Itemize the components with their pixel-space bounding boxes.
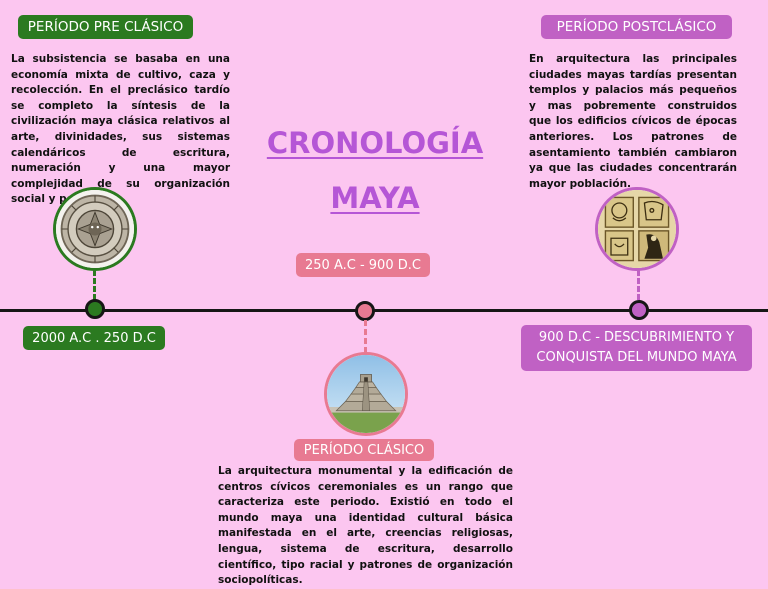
- timeline-axis: [0, 309, 768, 312]
- classic-dates-label: 250 A.C - 900 D.C: [296, 253, 430, 277]
- pyramid-icon: [324, 352, 408, 436]
- preclassic-connector: [93, 270, 96, 300]
- maya-glyph-relief-icon: [595, 187, 679, 271]
- postclassic-connector: [637, 270, 640, 300]
- preclassic-description: La subsistencia se basaba en una economí…: [11, 53, 230, 206]
- page-title-line2: MAYA: [330, 181, 420, 215]
- preclassic-period-label: PERÍODO PRE CLÁSICO: [18, 15, 193, 39]
- postclassic-dates-line2: CONQUISTA DEL MUNDO MAYA: [536, 350, 737, 365]
- postclassic-dates-label: 900 D.C - DESCUBRIMIENTO Y CONQUISTA DEL…: [521, 325, 752, 371]
- preclassic-marker[interactable]: [85, 299, 105, 319]
- classic-connector: [364, 320, 367, 353]
- classic-marker[interactable]: [355, 301, 375, 321]
- page-title-line1: CRONOLOGÍA: [266, 126, 484, 160]
- postclassic-marker[interactable]: [629, 300, 649, 320]
- preclassic-dates-label: 2000 A.C . 250 D.C: [23, 326, 165, 350]
- aztec-calendar-stone-icon: [53, 187, 137, 271]
- postclassic-description: En arquitectura las principales ciudades…: [529, 53, 737, 190]
- postclassic-period-label: PERÍODO POSTCLÁSICO: [541, 15, 732, 39]
- postclassic-dates-line1: 900 D.C - DESCUBRIMIENTO Y: [538, 330, 735, 345]
- classic-period-label: PERÍODO CLÁSICO: [294, 439, 434, 461]
- classic-description: La arquitectura monumental y la edificac…: [218, 465, 513, 587]
